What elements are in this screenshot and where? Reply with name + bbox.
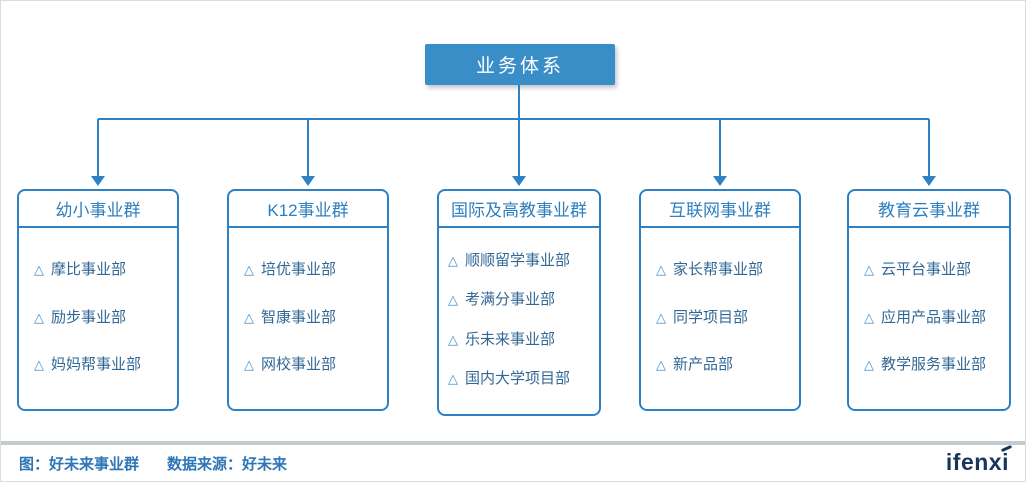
group-body: △ 培优事业部 △ 智康事业部 △ 网校事业部 <box>229 228 387 409</box>
group-title: 教育云事业群 <box>849 191 1009 228</box>
department-label: 家长帮事业部 <box>673 260 764 278</box>
triangle-bullet-icon: △ <box>244 309 254 325</box>
department-label: 应用产品事业部 <box>881 308 987 326</box>
group-card-3: 国际及高教事业群 △ 顺顺留学事业部 △ 考满分事业部 △ 乐未来事业部 △ 国内大学项目部 <box>437 189 601 416</box>
department-item: △ 国内大学项目部 <box>448 369 597 389</box>
department-item: △ 同学项目部 <box>656 308 797 328</box>
department-item: △ 妈妈帮事业部 <box>34 355 175 375</box>
group-title: 国际及高教事业群 <box>439 191 599 228</box>
department-label: 云平台事业部 <box>881 260 972 278</box>
triangle-bullet-icon: △ <box>864 357 874 373</box>
triangle-bullet-icon: △ <box>244 261 254 277</box>
department-item: △ 顺顺留学事业部 <box>448 251 597 271</box>
department-label: 新产品部 <box>673 356 734 374</box>
group-body: △ 家长帮事业部 △ 同学项目部 △ 新产品部 <box>641 228 799 409</box>
department-item: △ 乐未来事业部 <box>448 330 597 350</box>
triangle-bullet-icon: △ <box>864 261 874 277</box>
department-label: 培优事业部 <box>261 260 337 278</box>
department-item: △ 摩比事业部 <box>34 260 175 280</box>
triangle-bullet-icon: △ <box>34 261 44 277</box>
arrowhead-icon <box>713 176 727 186</box>
triangle-bullet-icon: △ <box>656 261 666 277</box>
triangle-bullet-icon: △ <box>656 357 666 373</box>
department-label: 顺顺留学事业部 <box>465 252 571 270</box>
group-title: 幼小事业群 <box>19 191 177 228</box>
arrowhead-icon <box>922 176 936 186</box>
department-item: △ 云平台事业部 <box>864 260 1007 280</box>
data-source-label: 数据来源：好未来 <box>167 456 288 473</box>
triangle-bullet-icon: △ <box>656 309 666 325</box>
department-item: △ 培优事业部 <box>244 260 385 280</box>
triangle-bullet-icon: △ <box>34 309 44 325</box>
department-item: △ 教学服务事业部 <box>864 355 1007 375</box>
group-title: 互联网事业群 <box>641 191 799 228</box>
triangle-bullet-icon: △ <box>448 331 458 347</box>
footer-divider <box>1 441 1025 445</box>
arrowhead-icon <box>301 176 315 186</box>
department-item: △ 新产品部 <box>656 355 797 375</box>
department-label: 网校事业部 <box>261 356 337 374</box>
group-card-4: 互联网事业群 △ 家长帮事业部 △ 同学项目部 △ 新产品部 <box>639 189 801 411</box>
department-item: △ 智康事业部 <box>244 308 385 328</box>
ifenxi-logo-text: ifenxi <box>945 449 1009 475</box>
department-item: △ 应用产品事业部 <box>864 308 1007 328</box>
triangle-bullet-icon: △ <box>864 309 874 325</box>
department-item: △ 励步事业部 <box>34 308 175 328</box>
root-node-label: 业务体系 <box>475 56 564 77</box>
department-label: 同学项目部 <box>673 308 749 326</box>
department-label: 妈妈帮事业部 <box>51 356 142 374</box>
group-body: △ 云平台事业部 △ 应用产品事业部 △ 教学服务事业部 <box>849 228 1009 409</box>
triangle-bullet-icon: △ <box>448 292 458 308</box>
group-body: △ 顺顺留学事业部 △ 考满分事业部 △ 乐未来事业部 △ 国内大学项目部 <box>439 228 599 414</box>
group-card-1: 幼小事业群 △ 摩比事业部 △ 励步事业部 △ 妈妈帮事业部 <box>17 189 179 411</box>
department-item: △ 家长帮事业部 <box>656 260 797 280</box>
department-label: 智康事业部 <box>261 308 337 326</box>
footer: 图：好未来事业群 数据来源：好未来 ifenxi <box>1 444 1025 481</box>
group-card-2: K12事业群 △ 培优事业部 △ 智康事业部 △ 网校事业部 <box>227 189 389 411</box>
arrowhead-icon <box>91 176 105 186</box>
department-label: 乐未来事业部 <box>465 330 556 348</box>
arrowhead-icon <box>512 176 526 186</box>
triangle-bullet-icon: △ <box>448 370 458 386</box>
group-card-5: 教育云事业群 △ 云平台事业部 △ 应用产品事业部 △ 教学服务事业部 <box>847 189 1011 411</box>
group-title: K12事业群 <box>229 191 387 228</box>
department-label: 教学服务事业部 <box>881 356 987 374</box>
department-item: △ 网校事业部 <box>244 355 385 375</box>
triangle-bullet-icon: △ <box>244 357 254 373</box>
department-label: 励步事业部 <box>51 308 127 326</box>
figure-caption: 图：好未来事业群 <box>19 456 140 473</box>
department-label: 国内大学项目部 <box>465 369 571 387</box>
triangle-bullet-icon: △ <box>34 357 44 373</box>
group-body: △ 摩比事业部 △ 励步事业部 △ 妈妈帮事业部 <box>19 228 177 409</box>
department-item: △ 考满分事业部 <box>448 290 597 310</box>
department-label: 摩比事业部 <box>51 260 127 278</box>
root-node: 业务体系 <box>425 44 615 85</box>
department-label: 考满分事业部 <box>465 291 556 309</box>
triangle-bullet-icon: △ <box>448 253 458 269</box>
ifenxi-logo: ifenxi <box>945 444 1013 476</box>
